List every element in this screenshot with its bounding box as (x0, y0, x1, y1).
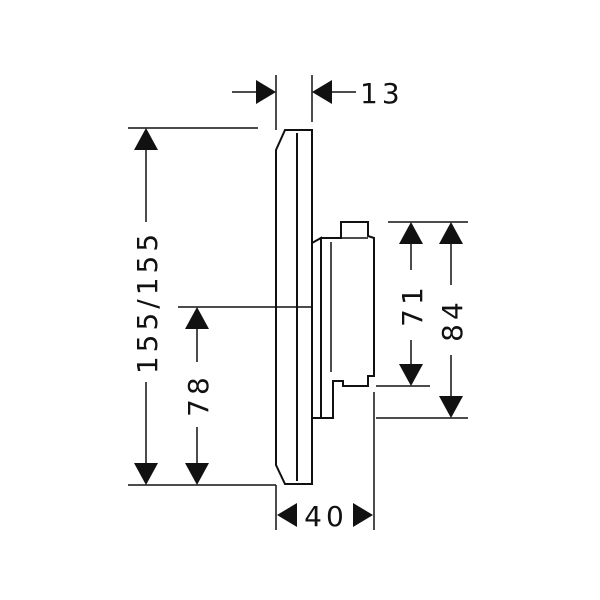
cover-plate (275, 129, 313, 485)
dimension-label-155: 155/155 (131, 230, 164, 374)
dimension-top-width: 13 (232, 75, 404, 130)
arrow-up-icon (185, 307, 209, 329)
valve-body (311, 236, 322, 419)
dimension-label-13: 13 (360, 77, 404, 110)
arrow-up-icon (399, 222, 423, 244)
cartridge (320, 221, 375, 419)
arrow-left-icon (312, 80, 332, 104)
arrow-right-icon (256, 80, 276, 104)
dimension-label-84: 84 (436, 298, 469, 342)
product-outline (275, 129, 375, 485)
dimension-label-71: 71 (396, 283, 429, 327)
arrow-down-icon (134, 463, 158, 485)
dimension-bottom-width: 40 (275, 392, 375, 533)
arrow-down-icon (439, 396, 463, 418)
arrow-down-icon (399, 364, 423, 386)
dimension-label-78: 78 (182, 373, 215, 417)
dimension-lower-height: 78 (178, 306, 296, 485)
arrow-down-icon (185, 463, 209, 485)
dimension-overall-height: 155/155 (128, 127, 276, 486)
dimension-right-heights: 71 84 (376, 221, 469, 419)
arrow-left-icon (277, 503, 297, 527)
arrow-up-icon (134, 128, 158, 150)
arrow-right-icon (353, 503, 373, 527)
dimension-label-40: 40 (304, 500, 348, 533)
arrow-up-icon (439, 222, 463, 244)
